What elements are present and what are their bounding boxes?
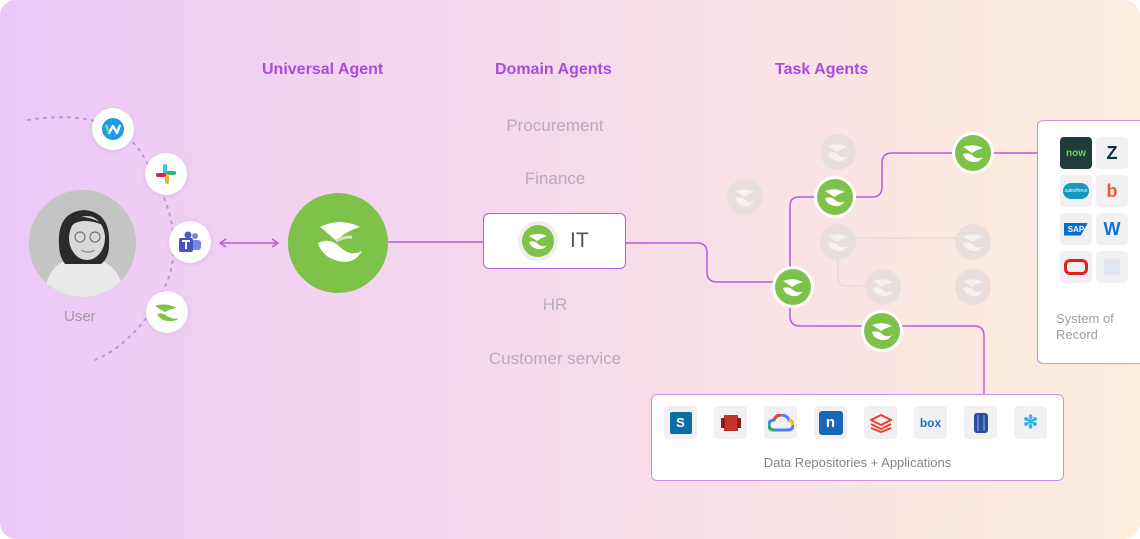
agent-channel-icon[interactable]: [146, 291, 188, 333]
universal-agent[interactable]: [288, 193, 388, 293]
user-label: User: [64, 308, 96, 325]
sap-icon[interactable]: SAP: [1060, 213, 1092, 245]
user-avatar: [29, 190, 136, 297]
task-agent-inactive: [955, 269, 991, 305]
aws-redshift-icon[interactable]: [714, 406, 747, 439]
databricks-icon[interactable]: [864, 406, 897, 439]
domain-agent-it[interactable]: IT: [483, 213, 626, 269]
task-agent-inactive: [955, 224, 991, 260]
task-agent-inactive: [820, 224, 856, 260]
agent-leaf-icon: [318, 222, 362, 262]
slack-icon[interactable]: [145, 153, 187, 195]
it-agent-badge: [518, 221, 558, 261]
domain-customer-service: Customer service: [488, 349, 622, 368]
servicenow-icon[interactable]: now: [1060, 137, 1092, 169]
zendesk-icon[interactable]: Z: [1096, 137, 1128, 169]
domain-finance: Finance: [524, 169, 586, 188]
oracle-icon[interactable]: [1060, 251, 1092, 283]
data-repositories-label: Data Repositories + Applications: [763, 455, 952, 470]
box-icon[interactable]: box: [914, 406, 947, 439]
task-agent-inactive: [865, 269, 901, 305]
workday-icon[interactable]: W: [1096, 213, 1128, 245]
agent-leaf-icon: [529, 234, 547, 250]
task-agent-inactive: [820, 134, 856, 170]
task-agent-active[interactable]: [864, 313, 900, 349]
placeholder-icon[interactable]: [1096, 251, 1128, 283]
task-agent-active[interactable]: [955, 135, 991, 171]
domain-hr: HR: [542, 295, 568, 314]
salesforce-icon[interactable]: salesforce: [1060, 175, 1092, 207]
snowflake-icon[interactable]: ✻: [1014, 406, 1047, 439]
google-cloud-icon[interactable]: [764, 406, 797, 439]
system-of-record-label-line2: Record: [1056, 327, 1098, 342]
heading-domain-agents: Domain Agents: [495, 61, 612, 78]
heading-universal-agent: Universal Agent: [262, 61, 384, 78]
webex-icon[interactable]: [92, 108, 134, 150]
task-agent-inactive: [727, 179, 763, 215]
task-agent-hub[interactable]: [775, 269, 811, 305]
task-agent-active[interactable]: [817, 179, 853, 215]
it-label: IT: [570, 229, 589, 252]
system-of-record-label-line1: System of: [1056, 311, 1114, 326]
confluence-icon[interactable]: n: [814, 406, 847, 439]
system-of-record-label: System of Record: [1056, 311, 1136, 343]
sharepoint-icon[interactable]: S: [664, 406, 697, 439]
heading-task-agents: Task Agents: [775, 61, 869, 78]
domain-procurement: Procurement: [506, 116, 604, 135]
database-icon[interactable]: [964, 406, 997, 439]
teams-icon[interactable]: [169, 221, 211, 263]
bamboohr-icon[interactable]: b: [1096, 175, 1128, 207]
